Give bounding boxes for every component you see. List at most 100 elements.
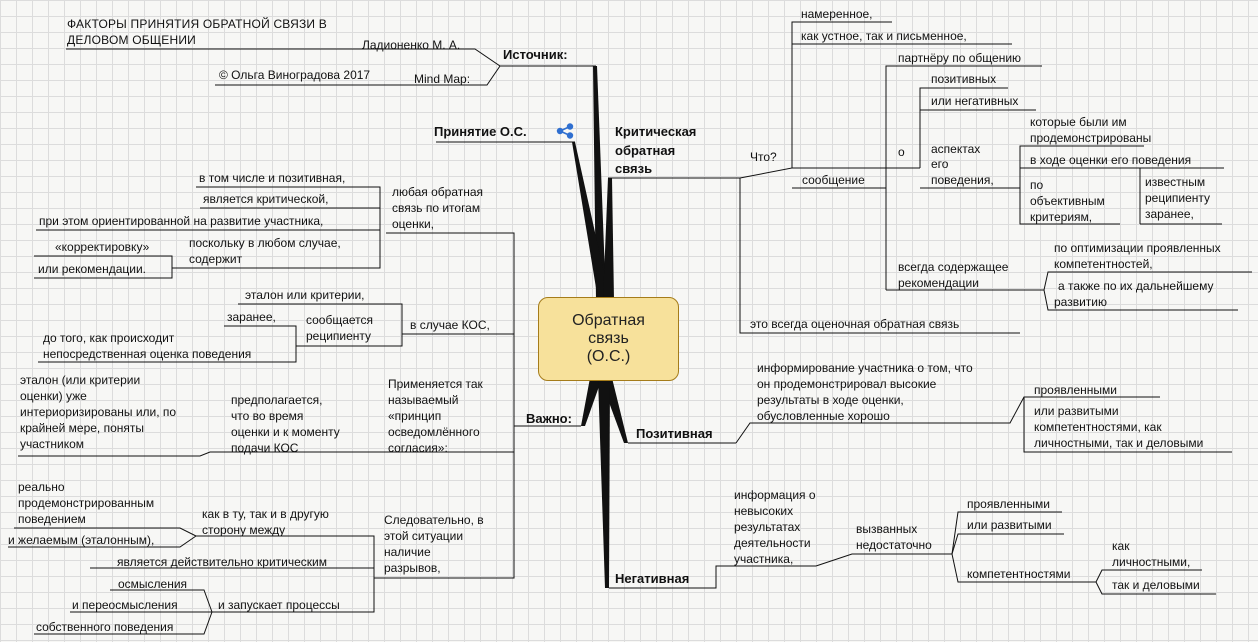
node-or-recommend[interactable]: или рекомендации. bbox=[38, 262, 146, 276]
node-really-demo-l2[interactable]: продемонстрированным bbox=[18, 496, 155, 510]
node-always-eval[interactable]: это всегда оценочная обратная связь bbox=[750, 317, 960, 331]
branch-important[interactable]: Важно: bbox=[526, 411, 572, 426]
node-demonstrated-l1[interactable]: которые были им bbox=[1030, 115, 1127, 129]
node-neg-and-business[interactable]: так и деловыми bbox=[1112, 578, 1200, 592]
node-objective-l2[interactable]: объективным bbox=[1030, 194, 1105, 208]
node-truly-critical[interactable]: является действительно критическим bbox=[117, 555, 327, 569]
node-known-l1[interactable]: известным bbox=[1145, 175, 1206, 189]
node-pos-developed-l1[interactable]: или развитыми bbox=[1034, 404, 1119, 418]
node-in-advance[interactable]: заранее, bbox=[227, 310, 276, 324]
branch-critical-l3[interactable]: связь bbox=[615, 161, 653, 176]
node-pos-developed-l2[interactable]: компетентностями, как bbox=[1034, 420, 1162, 434]
node-any-feedback-l2[interactable]: связь по итогам bbox=[392, 201, 481, 215]
node-neg-info-l2[interactable]: невысоких bbox=[734, 504, 794, 518]
node-supposed-l4[interactable]: подачи КОС bbox=[231, 441, 299, 455]
node-incl-positive[interactable]: в том числе и позитивная, bbox=[199, 171, 346, 185]
node-reported-l2[interactable]: реципиенту bbox=[306, 329, 372, 343]
node-informing-l3[interactable]: результаты в ходе оценки, bbox=[757, 393, 904, 407]
node-objective-l1[interactable]: по bbox=[1030, 178, 1044, 192]
node-neg-info-l4[interactable]: деятельности bbox=[734, 536, 811, 550]
node-always-contains-l1[interactable]: всегда содержащее bbox=[898, 260, 1009, 274]
node-intentional[interactable]: намеренное, bbox=[801, 7, 873, 21]
node-standard-internal-l2[interactable]: оценки) уже bbox=[20, 389, 87, 403]
node-demonstrated-l2[interactable]: продемонстрированы bbox=[1030, 131, 1152, 145]
node-further-l2[interactable]: развитию bbox=[1054, 295, 1107, 309]
node-standard-internal-l3[interactable]: интериоризированы или, по bbox=[20, 405, 177, 419]
node-applied-l3[interactable]: «принцип bbox=[388, 409, 442, 423]
node-about[interactable]: о bbox=[898, 145, 905, 159]
link-icon[interactable] bbox=[556, 123, 574, 139]
node-oral-written[interactable]: как устное, так и письменное, bbox=[801, 29, 967, 43]
central-topic[interactable]: Обратная связь (О.С.) bbox=[538, 297, 679, 381]
node-oriented[interactable]: при этом ориентированной на развитие уча… bbox=[39, 214, 324, 228]
node-both-ways-l1[interactable]: как в ту, так и в другую bbox=[202, 507, 329, 521]
node-desired[interactable]: и желаемым (эталонным), bbox=[8, 533, 155, 547]
node-positive[interactable]: позитивных bbox=[931, 72, 997, 86]
node-objective-l3[interactable]: критериям, bbox=[1030, 210, 1093, 224]
branch-critical-l2[interactable]: обратная bbox=[615, 143, 676, 158]
node-before-eval-l1[interactable]: до того, как происходит bbox=[43, 331, 175, 345]
node-informing-l1[interactable]: информирование участника о том, что bbox=[757, 361, 973, 375]
node-supposed-l1[interactable]: предполагается, bbox=[231, 393, 323, 407]
node-neg-info-l5[interactable]: участника, bbox=[734, 552, 794, 566]
node-correction[interactable]: «корректировку» bbox=[55, 240, 150, 254]
node-pos-developed-l3[interactable]: личностными, так и деловыми bbox=[1034, 436, 1204, 450]
node-both-ways-l2[interactable]: сторону между bbox=[202, 523, 286, 537]
branch-negative[interactable]: Негативная bbox=[615, 571, 690, 586]
node-known-l2[interactable]: реципиенту bbox=[1145, 191, 1211, 205]
node-standard-criteria[interactable]: эталон или критерии, bbox=[245, 288, 365, 302]
node-since-contains-l1[interactable]: поскольку в любом случае, bbox=[189, 236, 341, 250]
node-neg-info-l1[interactable]: информация о bbox=[734, 488, 816, 502]
node-aspects-l1[interactable]: аспектах bbox=[931, 142, 981, 156]
node-optimization-l2[interactable]: компетентностей, bbox=[1054, 257, 1153, 271]
node-really-demo-l1[interactable]: реально bbox=[18, 480, 65, 494]
branch-source[interactable]: Источник: bbox=[503, 47, 568, 62]
node-comprehension[interactable]: осмысления bbox=[118, 577, 188, 591]
node-launches[interactable]: и запускает процессы bbox=[218, 598, 340, 612]
node-before-eval-l2[interactable]: непосредственная оценка поведения bbox=[43, 347, 252, 361]
node-partner[interactable]: партнёру по общению bbox=[898, 51, 1022, 65]
node-neg-as-l1[interactable]: как bbox=[1112, 539, 1130, 553]
node-any-feedback-l1[interactable]: любая обратная bbox=[392, 185, 484, 199]
node-neg-as-l2[interactable]: личностными, bbox=[1112, 555, 1191, 569]
node-applied-l1[interactable]: Применяется так bbox=[388, 377, 483, 391]
node-neg-developed[interactable]: или развитыми bbox=[967, 518, 1052, 532]
branch-critical-l1[interactable]: Критическая bbox=[615, 124, 697, 139]
node-any-feedback-l3[interactable]: оценки, bbox=[392, 217, 434, 231]
node-caused-l2[interactable]: недостаточно bbox=[856, 538, 932, 552]
node-consequently-l1[interactable]: Следовательно, в bbox=[384, 513, 484, 527]
branch-positive[interactable]: Позитивная bbox=[636, 426, 713, 441]
node-further-l1[interactable]: а также по их дальнейшему bbox=[1058, 279, 1214, 293]
node-own-behavior[interactable]: собственного поведения bbox=[36, 620, 174, 634]
node-applied-l2[interactable]: называемый bbox=[388, 393, 459, 407]
node-aspects-l2[interactable]: его bbox=[931, 157, 949, 171]
node-always-contains-l2[interactable]: рекомендации bbox=[898, 276, 979, 290]
node-informing-l4[interactable]: обусловленные хорошо bbox=[757, 409, 890, 423]
node-since-contains-l2[interactable]: содержит bbox=[189, 252, 243, 266]
node-standard-internal-l4[interactable]: крайней мере, поняты bbox=[20, 421, 144, 435]
node-standard-internal-l1[interactable]: эталон (или критерии bbox=[20, 373, 141, 387]
node-reported-l1[interactable]: сообщается bbox=[306, 313, 374, 327]
node-standard-internal-l5[interactable]: участником bbox=[20, 437, 85, 451]
node-optimization-l1[interactable]: по оптимизации проявленных bbox=[1054, 241, 1221, 255]
node-supposed-l2[interactable]: что во время bbox=[231, 409, 304, 423]
node-aspects-l3[interactable]: поведения, bbox=[931, 173, 994, 187]
node-consequently-l3[interactable]: наличие bbox=[384, 545, 431, 559]
node-supposed-l3[interactable]: оценки и к моменту bbox=[231, 425, 340, 439]
node-neg-shown[interactable]: проявленными bbox=[967, 497, 1050, 511]
node-message[interactable]: сообщение bbox=[802, 173, 865, 187]
node-re-comprehension[interactable]: и переосмысления bbox=[72, 598, 178, 612]
node-is-critical[interactable]: является критической, bbox=[203, 192, 329, 206]
node-applied-l4[interactable]: осведомлённого bbox=[388, 425, 480, 439]
node-neg-info-l3[interactable]: результатах bbox=[734, 520, 801, 534]
node-really-demo-l3[interactable]: поведением bbox=[18, 512, 86, 526]
node-neg-competences[interactable]: компетентностями bbox=[967, 567, 1071, 581]
node-or-negative[interactable]: или негативных bbox=[931, 94, 1019, 108]
node-during-eval[interactable]: в ходе оценки его поведения bbox=[1030, 153, 1192, 167]
node-what[interactable]: Что? bbox=[750, 150, 777, 164]
node-pos-shown[interactable]: проявленными bbox=[1034, 383, 1117, 397]
node-known-l3[interactable]: заранее, bbox=[1145, 207, 1194, 221]
node-in-case-kos[interactable]: в случае КОС, bbox=[410, 318, 490, 332]
node-consequently-l4[interactable]: разрывов, bbox=[384, 561, 441, 575]
node-applied-l5[interactable]: согласия»: bbox=[388, 441, 448, 455]
